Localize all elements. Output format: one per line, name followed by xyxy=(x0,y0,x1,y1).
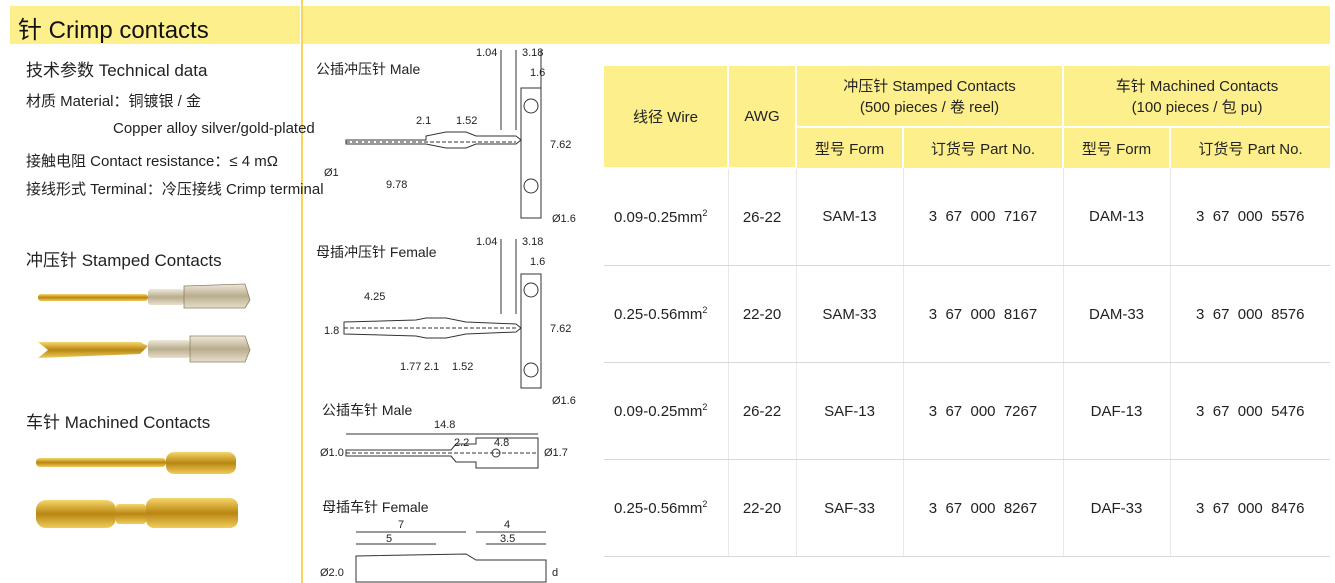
dim-7-62: 7.62 xyxy=(550,139,571,151)
dim-1-77: 1.77 xyxy=(400,361,421,373)
dim-dia-1-7: Ø1.7 xyxy=(544,447,568,459)
cell-stamped-form: SAM-33 xyxy=(796,265,904,363)
drawing-male-machined: 14.8 2.2 4.8 Ø1.0 Ø1.7 xyxy=(320,419,568,469)
dim-2-2: 2.2 xyxy=(454,437,469,449)
dim-3-5: 3.5 xyxy=(500,533,515,545)
dim-d: d xyxy=(552,567,558,579)
drawing-label-male-machined: 公插车针 Male xyxy=(322,402,413,418)
drawing-female-machined: 7 5 4 3.5 Ø2.0 d xyxy=(320,519,558,583)
dim-4-25: 4.25 xyxy=(364,291,385,303)
cell-machined-part: 3 67 000 5476 xyxy=(1170,362,1331,460)
machined-contacts-photo xyxy=(36,452,238,528)
dim-2-1: 2.1 xyxy=(424,361,439,373)
cell-wire: 0.09-0.25mm2 xyxy=(604,362,729,460)
header-stamped-title: 冲压针 Stamped Contacts xyxy=(843,78,1016,95)
cell-machined-part: 3 67 000 8476 xyxy=(1170,459,1331,557)
table-header-row: 线径 Wire AWG 冲压针 Stamped Contacts (500 pi… xyxy=(604,66,1331,169)
cell-awg: 22-20 xyxy=(728,459,797,557)
machined-male-pin-photo xyxy=(36,452,236,474)
dim-5: 5 xyxy=(386,533,392,545)
cell-wire: 0.09-0.25mm2 xyxy=(604,168,729,266)
stamped-male-pin-photo xyxy=(38,283,251,309)
cell-awg: 26-22 xyxy=(728,168,797,266)
header-machined-form: 型号 Form xyxy=(1063,127,1172,168)
cell-machined-form: DAF-13 xyxy=(1063,362,1171,460)
cell-wire: 0.25-0.56mm2 xyxy=(604,265,729,363)
dim-7: 7 xyxy=(398,519,404,531)
dim-dia-1-0: Ø1.0 xyxy=(320,447,344,459)
header-wire: 线径 Wire xyxy=(604,66,729,169)
dim-dia-1-6: Ø1.6 xyxy=(552,213,576,225)
dim-14-8: 14.8 xyxy=(434,419,455,431)
header-machined-part: 订货号 Part No. xyxy=(1170,127,1331,168)
cell-awg: 26-22 xyxy=(728,362,797,460)
cell-stamped-part: 3 67 000 7167 xyxy=(903,168,1064,266)
header-awg: AWG xyxy=(728,66,797,169)
dim-9-78: 9.78 xyxy=(386,179,407,191)
technical-data-heading: 技术参数 Technical data xyxy=(26,61,208,80)
dim-3-18: 3.18 xyxy=(522,47,543,59)
cell-machined-part: 3 67 000 5576 xyxy=(1170,168,1331,266)
header-stamped-part: 订货号 Part No. xyxy=(903,127,1065,168)
column-divider xyxy=(301,0,303,583)
title-bar xyxy=(10,6,300,44)
cell-stamped-form: SAF-13 xyxy=(796,362,904,460)
drawing-female-stamped: 1.04 3.18 1.6 4.25 1.8 7.62 1.77 2.1 1.5… xyxy=(324,236,576,407)
dim-3-18: 3.18 xyxy=(522,236,543,248)
dim-1-6: 1.6 xyxy=(530,256,545,268)
header-stamped-form: 型号 Form xyxy=(796,127,904,168)
dim-4: 4 xyxy=(504,519,510,531)
drawing-label-male-stamped: 公插冲压针 Male xyxy=(316,61,421,77)
stamped-contacts-heading: 冲压针 Stamped Contacts xyxy=(26,251,222,270)
dim-1-52: 1.52 xyxy=(456,115,477,127)
cell-stamped-part: 3 67 000 8267 xyxy=(903,459,1064,557)
header-machined-title: 车针 Machined Contacts xyxy=(1115,78,1279,95)
cell-awg: 22-20 xyxy=(728,265,797,363)
cell-wire: 0.25-0.56mm2 xyxy=(604,459,729,557)
table-row: 0.25-0.56mm2 22-20 SAF-33 3 67 000 8267 … xyxy=(604,459,1331,557)
drawing-male-stamped: 1.04 3.18 1.6 2.1 1.52 7.62 Ø1 9.78 Ø1.6 xyxy=(324,47,576,225)
dim-1-04: 1.04 xyxy=(476,47,497,59)
spec-contact-resistance: 接触电阻 Contact resistance：≤ 4 mΩ xyxy=(26,153,279,170)
cell-stamped-part: 3 67 000 7267 xyxy=(903,362,1064,460)
title-bar-band xyxy=(303,6,1330,44)
cell-stamped-form: SAF-33 xyxy=(796,459,904,557)
dim-1-6: 1.6 xyxy=(530,67,545,79)
dim-2-1: 2.1 xyxy=(416,115,431,127)
drawing-label-female-stamped: 母插冲压针 Female xyxy=(316,244,437,260)
dim-dia-1-6: Ø1.6 xyxy=(552,395,576,407)
machined-contacts-heading: 车针 Machined Contacts xyxy=(26,413,211,432)
stamped-female-pin-photo xyxy=(38,335,251,363)
dim-1-52: 1.52 xyxy=(452,361,473,373)
table-row: 0.09-0.25mm2 26-22 SAM-13 3 67 000 7167 … xyxy=(604,168,1331,266)
spec-material: 材质 Material：铜镀银 / 金 xyxy=(26,93,202,110)
cell-machined-form: DAM-13 xyxy=(1063,168,1171,266)
dim-1-04: 1.04 xyxy=(476,236,497,248)
page-title: 针 Crimp contacts xyxy=(18,17,209,44)
cell-machined-form: DAF-33 xyxy=(1063,459,1171,557)
drawing-label-female-machined: 母插车针 Female xyxy=(322,499,429,515)
header-stamped-pack: (500 pieces / 卷 reel) xyxy=(859,99,1000,116)
spec-material-en: Copper alloy silver/gold-plated xyxy=(113,120,315,137)
header-machined-pack: (100 pieces / 包 pu) xyxy=(1131,99,1263,116)
table-subheader-row: 型号 Form 订货号 Part No. 型号 Form 订货号 Part No… xyxy=(604,127,1331,168)
dim-4-8: 4.8 xyxy=(494,437,509,449)
header-stamped-group: 冲压针 Stamped Contacts (500 pieces / 卷 ree… xyxy=(796,66,1065,128)
table-row: 0.25-0.56mm2 22-20 SAM-33 3 67 000 8167 … xyxy=(604,265,1331,363)
dim-dia-2-0: Ø2.0 xyxy=(320,567,344,579)
dim-dia-1: Ø1 xyxy=(324,167,339,179)
dim-7-62: 7.62 xyxy=(550,323,571,335)
machined-female-pin-photo xyxy=(36,498,238,528)
spec-terminal: 接线形式 Terminal：冷压接线 Crimp terminal xyxy=(26,181,324,198)
table-row: 0.09-0.25mm2 26-22 SAF-13 3 67 000 7267 … xyxy=(604,362,1331,460)
cell-machined-part: 3 67 000 8576 xyxy=(1170,265,1331,363)
cell-stamped-part: 3 67 000 8167 xyxy=(903,265,1064,363)
cell-machined-form: DAM-33 xyxy=(1063,265,1171,363)
stamped-contacts-photo xyxy=(38,283,251,363)
dim-1-8: 1.8 xyxy=(324,325,339,337)
cell-stamped-form: SAM-13 xyxy=(796,168,904,266)
header-machined-group: 车针 Machined Contacts (100 pieces / 包 pu) xyxy=(1063,66,1331,128)
parts-table: 线径 Wire AWG 冲压针 Stamped Contacts (500 pi… xyxy=(604,66,1331,557)
